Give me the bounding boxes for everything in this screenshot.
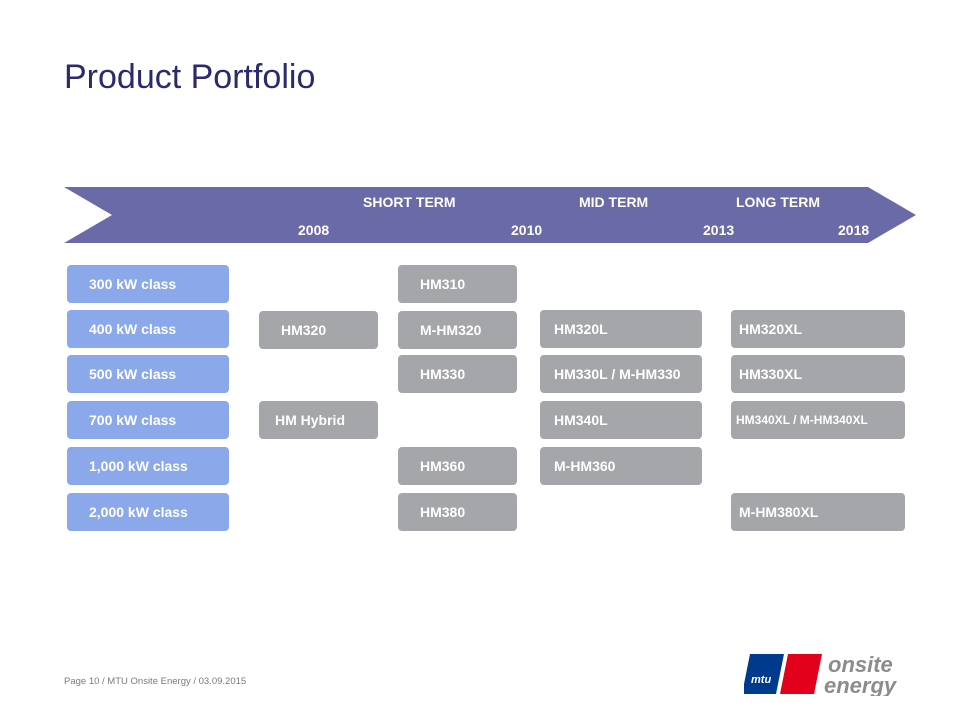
year-2018: 2018 <box>838 222 870 238</box>
class-400kw: 400 kW class <box>67 310 229 348</box>
page-title: Product Portfolio <box>64 58 316 96</box>
class-2000kw: 2,000 kW class <box>67 493 229 531</box>
svg-text:onsite: onsite <box>828 652 893 677</box>
term-mid: MID TERM <box>579 194 649 210</box>
year-2008: 2008 <box>298 222 330 238</box>
product-hm320: HM320 <box>259 311 378 349</box>
product-hm360: HM360 <box>398 447 517 485</box>
product-hm330xl: HM330XL <box>731 355 905 393</box>
product-hm340l: HM340L <box>540 401 702 439</box>
product-hm320xl: HM320XL <box>731 310 905 348</box>
class-700kw: 700 kW class <box>67 401 229 439</box>
product-m-hm360: M-HM360 <box>540 447 702 485</box>
class-1000kw: 1,000 kW class <box>67 447 229 485</box>
product-hm320l: HM320L <box>540 310 702 348</box>
product-hm-hybrid: HM Hybrid <box>259 401 378 439</box>
product-hm340xl: HM340XL / M-HM340XL <box>731 401 905 439</box>
product-m-hm380xl: M-HM380XL <box>731 493 905 531</box>
year-2010: 2010 <box>511 222 543 238</box>
mtu-onsite-energy-logo: mtu onsite energy <box>744 652 898 696</box>
product-hm310: HM310 <box>398 265 517 303</box>
class-500kw: 500 kW class <box>67 355 229 393</box>
term-long: LONG TERM <box>736 194 820 210</box>
product-m-hm320: M-HM320 <box>398 311 517 349</box>
class-300kw: 300 kW class <box>67 265 229 303</box>
product-hm330: HM330 <box>398 355 517 393</box>
svg-text:mtu: mtu <box>751 674 771 686</box>
timeline-arrow <box>64 187 916 243</box>
svg-text:energy: energy <box>824 673 898 696</box>
year-2013: 2013 <box>703 222 735 238</box>
term-short: SHORT TERM <box>363 194 456 210</box>
product-hm330l: HM330L / M-HM330 <box>540 355 702 393</box>
product-hm380: HM380 <box>398 493 517 531</box>
footer-text: Page 10 / MTU Onsite Energy / 03.09.2015 <box>64 676 247 687</box>
